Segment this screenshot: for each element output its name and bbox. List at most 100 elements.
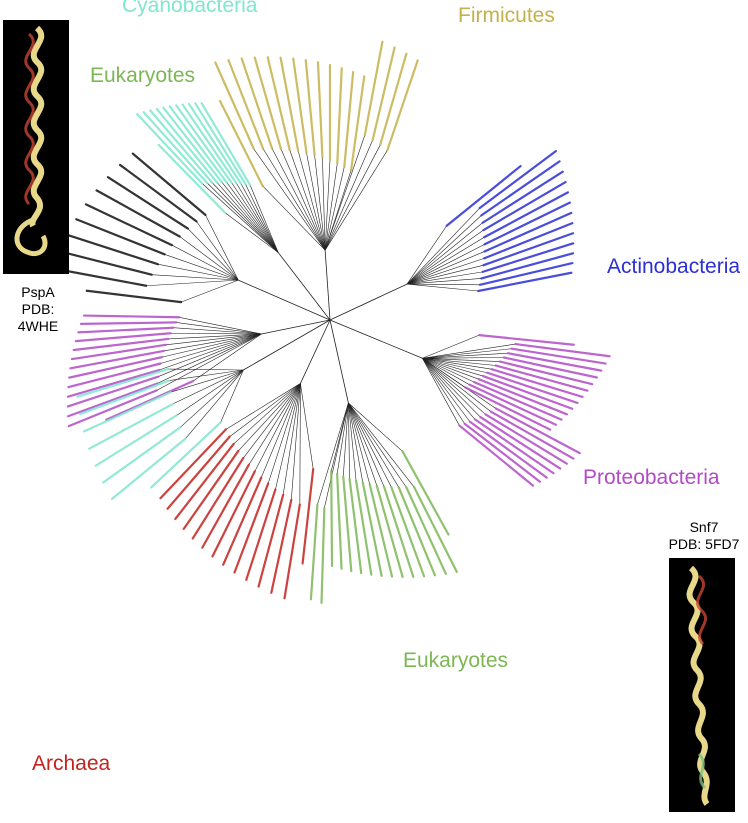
branch [289,149,326,251]
branch-trunk [329,319,349,404]
leaf-label-stroke [75,218,166,256]
leaf-label-stroke [348,477,363,575]
leaf-label-stroke [401,450,450,536]
leaf-label-stroke [292,57,308,154]
branch [221,182,279,253]
leaf-label-stroke [445,164,522,227]
leaf-label-stroke [343,70,355,168]
branch [422,357,496,366]
leaf-label-stroke [131,152,207,216]
leaf-label-stroke [266,56,291,151]
branch [157,263,239,281]
clade-label-proteobacteria: Proteobacteria [583,466,720,489]
branch [314,154,326,251]
leaf-label-stroke [58,250,153,276]
leaf-label-stroke [245,488,277,581]
leaf-label-stroke [481,242,575,273]
branch [324,150,388,251]
branch [406,229,484,285]
branch [348,402,415,488]
branch [348,402,392,488]
leaf-label-stroke [283,503,301,600]
leaf-label-stroke [349,75,366,172]
leaf-label-stroke [257,493,285,588]
branch [160,333,262,364]
branch [348,402,400,488]
leaf-label-stroke [233,482,270,574]
branch [407,283,479,292]
leaf-label-stroke [390,485,426,578]
branch [146,279,239,287]
leaf-label-stroke [159,428,228,500]
branch [422,357,475,383]
leaf-label-stroke [67,389,158,428]
branch [238,383,301,452]
branch [163,333,262,352]
leaf-label-stroke [494,407,581,455]
branch [348,402,350,479]
branch-trunk [300,319,331,384]
branch [422,358,471,422]
branch [406,237,485,285]
branch [211,182,279,253]
branch [422,357,505,359]
branch [348,402,378,486]
leaf-label-stroke [379,52,408,147]
leaf-label-stroke [106,176,189,230]
branch [348,402,357,481]
snf7-pdb-id: PDB: 5FD7 [668,536,740,552]
branch [168,369,244,381]
leaf-label-stroke [361,481,383,577]
leaf-label-stroke [166,435,231,510]
branch [406,225,447,285]
leaf-label-stroke [157,143,227,214]
branch [248,383,301,465]
leaf-label-stroke [191,456,245,540]
leaf-label-stroke [483,222,574,260]
leaf-label-stroke [74,332,172,343]
branch [406,258,485,285]
branch [348,402,371,485]
leaf-label-stroke [67,382,159,418]
leaf-label-stroke [368,483,394,578]
pspa-structure-image [3,20,69,274]
branch [205,214,239,281]
pspa-name: PspA [21,284,55,300]
leaf-label-stroke [155,107,219,184]
branch [407,283,480,286]
branch [324,135,366,251]
leaf-label-stroke [200,102,252,186]
leaf-label-stroke [77,326,175,334]
leaf-label-stroke [201,463,250,549]
leaf-label-stroke [375,484,404,579]
clade-label-eukaryotes-bottom: Eukaryotes [403,649,509,672]
leaf-label-stroke [477,271,573,293]
branch [317,402,349,505]
leaf-label-stroke [70,343,167,361]
branch [406,244,485,285]
branch [170,332,262,335]
branch [342,402,349,477]
leaf-label-stroke [482,180,567,232]
branch [179,236,239,281]
branch [243,383,301,459]
branch [226,182,279,253]
branch [267,383,301,484]
branch [324,139,373,251]
leaf-label-stroke [468,383,557,426]
branch [306,152,326,251]
leaf-label-stroke [175,104,233,184]
leaf-label-stroke [355,479,373,576]
leaf-label-stroke [187,102,243,185]
leaf-label-stroke [162,106,224,184]
leaf-label-stroke [480,160,561,217]
leaf-label-stroke [84,203,173,247]
leaf-label-stroke [67,362,162,389]
branch [156,333,262,391]
leaf-label-stroke [211,470,256,558]
branch [245,183,279,253]
branch [422,334,480,359]
branch [324,159,331,251]
leaf-label-stroke [181,103,238,185]
branch [348,402,407,488]
